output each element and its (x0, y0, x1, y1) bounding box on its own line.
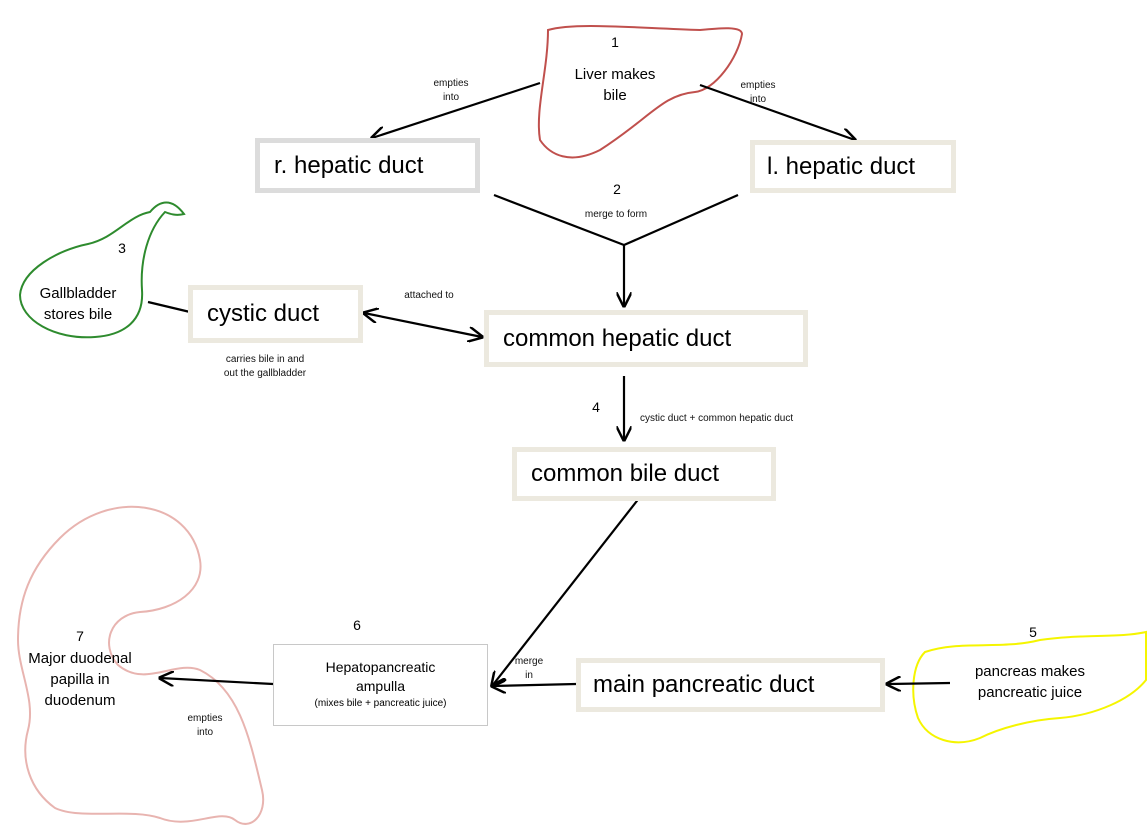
pancreas-label: pancreas makes pancreatic juice (955, 661, 1105, 703)
liver-label-line1: Liver makes (574, 66, 656, 83)
arrow-pancreatic-to-ampulla (492, 684, 577, 686)
ampulla-label-line3: (mixes bile + pancreatic juice) (314, 698, 447, 709)
label-merge-in: merge in (507, 655, 551, 683)
label-empties-into-duodenum-line2: into (196, 727, 214, 738)
hepatopancreatic-ampulla-box: Hepatopancreatic ampulla (mixes bile + p… (273, 644, 488, 726)
liver-label: Liver makes bile (560, 64, 670, 106)
step-number-1: 1 (611, 34, 619, 50)
merge-line-left (493, 193, 625, 247)
step-number-3: 3 (118, 240, 126, 256)
gallbladder-label: Gallbladder stores bile (28, 283, 128, 325)
ampulla-label-line1: Hepatopancreatic (325, 659, 436, 675)
common-bile-duct-box: common bile duct (512, 447, 776, 501)
label-empties-into-right-line2: into (749, 94, 767, 105)
label-cystic-plus-common: cystic duct + common hepatic duct (640, 413, 794, 424)
l-hepatic-duct-label: l. hepatic duct (767, 152, 916, 180)
label-carries-bile-line1: carries bile in and (225, 354, 305, 365)
common-bile-duct-label: common bile duct (531, 460, 720, 487)
label-merge-in-line2: in (525, 670, 533, 681)
step-number-6: 6 (353, 617, 361, 633)
liver-outline (537, 24, 744, 159)
pancreas-outline (912, 630, 1147, 744)
label-empties-into-left-line2: into (442, 92, 460, 103)
step-number-5: 5 (1029, 624, 1037, 640)
label-empties-into-duodenum-line1: empties (187, 713, 223, 724)
duodenum-label-line2: papilla in (50, 671, 110, 688)
arrow-pancreas-to-pancreatic-duct (887, 683, 951, 684)
label-empties-into-duodenum: empties into (177, 712, 233, 740)
gallbladder-to-cystic-line (147, 300, 191, 314)
duodenum-label-line3: duodenum (44, 692, 116, 709)
label-empties-into-left: empties into (418, 77, 484, 105)
merge-line-right (623, 193, 739, 247)
label-empties-into-right-line1: empties (740, 80, 776, 91)
label-merge-in-line1: merge (514, 656, 544, 667)
l-hepatic-duct-box: l. hepatic duct (750, 140, 956, 193)
label-merge-to-form: merge to form (584, 209, 648, 220)
main-pancreatic-duct-label: main pancreatic duct (593, 671, 815, 698)
arrow-cystic-common-hepatic (364, 313, 482, 337)
r-hepatic-duct-box: r. hepatic duct (255, 138, 480, 193)
duodenum-outline (16, 505, 265, 825)
step-number-4: 4 (592, 399, 600, 415)
common-hepatic-duct-label: common hepatic duct (503, 324, 732, 352)
label-empties-into-left-line1: empties (433, 78, 469, 89)
arrow-bile-to-ampulla (492, 496, 641, 686)
arrow-liver-to-l-hepatic (699, 83, 855, 140)
cystic-duct-label: cystic duct (207, 300, 320, 327)
pancreas-label-line2: pancreatic juice (977, 684, 1083, 701)
gallbladder-label-line1: Gallbladder (39, 285, 117, 302)
common-hepatic-duct-box: common hepatic duct (484, 310, 808, 367)
label-empties-into-right: empties into (725, 79, 791, 107)
arrow-ampulla-to-duodenum (160, 678, 274, 684)
step-number-7: 7 (76, 628, 84, 644)
label-carries-bile-line2: out the gallbladder (223, 368, 307, 379)
gallbladder-outline (18, 201, 186, 339)
duodenum-label: Major duodenal papilla in duodenum (5, 648, 155, 711)
pancreas-label-line1: pancreas makes (974, 663, 1086, 680)
duodenum-label-line1: Major duodenal (28, 650, 132, 667)
arrow-liver-to-r-hepatic (372, 81, 541, 138)
cystic-duct-box: cystic duct (188, 285, 363, 343)
main-pancreatic-duct-box: main pancreatic duct (576, 658, 885, 712)
step-number-2: 2 (613, 181, 621, 197)
label-attached-to: attached to (404, 290, 454, 301)
liver-label-line2: bile (603, 87, 627, 104)
ampulla-label-line2: ampulla (355, 678, 406, 694)
label-carries-bile: carries bile in and out the gallbladder (195, 353, 335, 381)
gallbladder-label-line2: stores bile (43, 306, 113, 323)
r-hepatic-duct-label: r. hepatic duct (274, 151, 424, 179)
